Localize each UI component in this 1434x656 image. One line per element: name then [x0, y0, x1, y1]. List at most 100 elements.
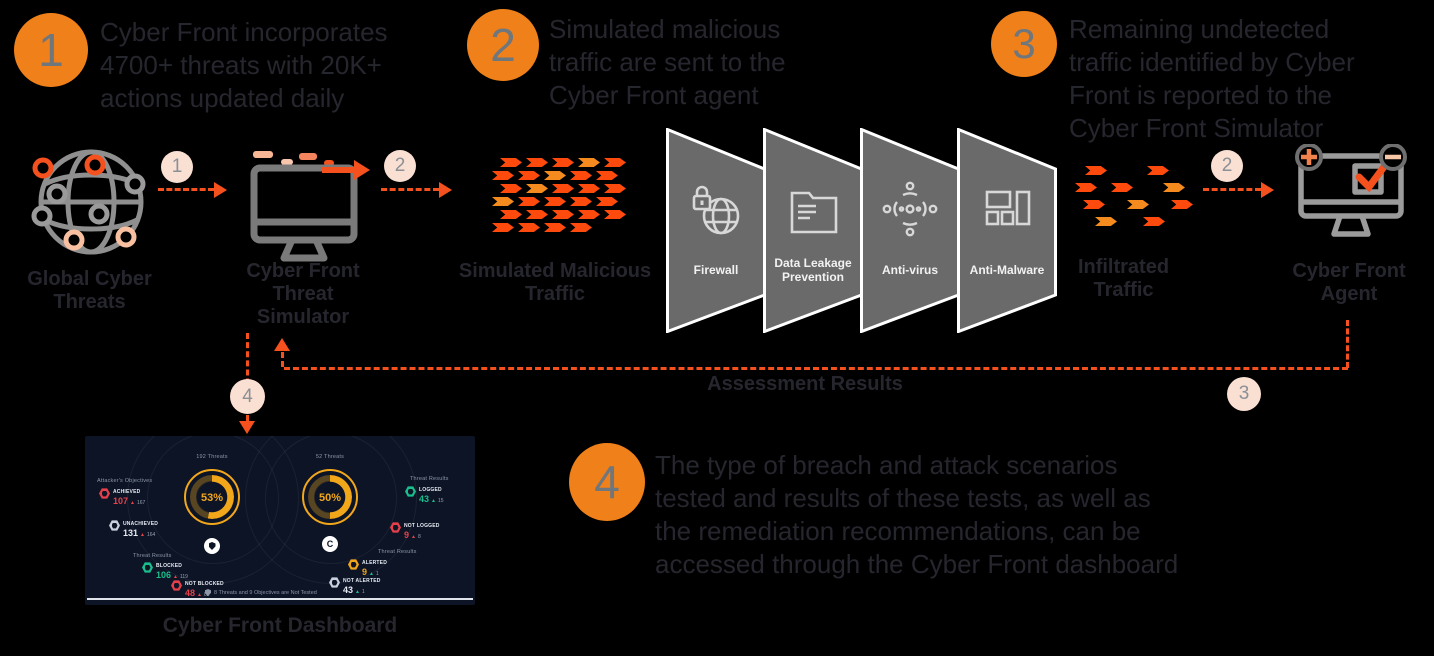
right-results-bottom-header: Threat Results: [378, 549, 417, 555]
step-4-badge: 4: [569, 443, 645, 521]
right-results-top-header: Threat Results: [410, 476, 449, 482]
traffic-chevron: [1163, 183, 1185, 192]
traffic-chevron: [1171, 200, 1193, 209]
left-gauge-ring: [184, 469, 240, 525]
arrow-threats-to-simulator: [158, 182, 227, 198]
return-up-line: [281, 352, 284, 367]
connector-3-badge: 3: [1227, 377, 1261, 411]
panel-firewall: Firewall: [666, 127, 766, 338]
traffic-chevron: [604, 210, 626, 219]
traffic-chevron: [604, 158, 626, 167]
simulator-exit-arrow: [322, 160, 370, 180]
folder-document-icon: [790, 191, 838, 234]
step-3-badge: 3: [991, 11, 1057, 77]
panel-antimalware: Anti-Malware: [957, 127, 1057, 338]
traffic-chevron: [518, 171, 540, 180]
traffic-chevron: [1085, 166, 1107, 175]
connector-2b-badge: 2: [1211, 150, 1243, 182]
stat-not-alerted: NOT ALERTED 43▲1: [329, 577, 381, 595]
dashboard-title: Cyber Front Dashboard: [162, 614, 398, 637]
objectives-header: Attacker's Objectives: [97, 478, 153, 484]
left-gauge-threats: 192 Threats: [196, 454, 228, 460]
stat-unachieved: UNACHIEVED 131▲164: [109, 520, 158, 538]
traffic-chevron: [500, 158, 522, 167]
stat-alerted: ALERTED 9▲1: [348, 559, 387, 577]
agent-monitor-icon: [1295, 144, 1407, 237]
hexagon-green-icon: [142, 562, 153, 573]
left-gauge-progress: [190, 475, 234, 519]
left-gauge-percent: 53%: [200, 492, 224, 504]
traffic-chevron: [604, 184, 626, 193]
step-1-number: 1: [38, 24, 64, 76]
step-3-number: 3: [1012, 20, 1036, 67]
stat-achieved: ACHIEVED 107▲167: [99, 488, 145, 506]
hexagon-white-icon: [109, 520, 120, 531]
assessment-results-label: Assessment Results: [707, 373, 903, 395]
layout-blocks-icon: [985, 190, 1031, 226]
c-logo-icon: C: [322, 536, 338, 552]
step-3-text: Remaining undetected traffic identified …: [1069, 14, 1355, 143]
connector-4-badge: 4: [230, 379, 265, 414]
stat-not-logged: NOT LOGGED 9▲8: [390, 522, 440, 540]
left-results-header: Threat Results: [133, 553, 172, 559]
step-2-text: Simulated malicious traffic are sent to …: [549, 14, 786, 110]
dashboard-bottom-bar: [87, 598, 473, 600]
return-up-arrowhead: [274, 338, 290, 351]
panel-firewall-label: Firewall: [693, 263, 739, 277]
global-threats-label: Global Cyber Threats: [27, 268, 152, 313]
hexagon-red-icon: [390, 522, 401, 533]
traffic-chevron: [1083, 200, 1105, 209]
right-gauge-ring: [302, 469, 358, 525]
traffic-chevron: [544, 223, 566, 232]
traffic-chevron: [596, 171, 618, 180]
dashboard-down-line: [246, 333, 249, 421]
traffic-chevron: [1111, 183, 1133, 192]
traffic-chevron: [526, 158, 548, 167]
assessment-results-line: [284, 367, 1348, 370]
traffic-chevron: [500, 184, 522, 193]
shield-logo-icon: [204, 538, 220, 554]
hexagon-yellow-icon: [348, 559, 359, 570]
simulated-traffic-label: Simulated Malicious Traffic: [458, 260, 652, 305]
hexagon-green-icon: [405, 486, 416, 497]
step-2-number: 2: [490, 19, 516, 71]
simulator-monitor-icon: [250, 164, 358, 262]
infiltrated-traffic-arrows: [1075, 166, 1200, 232]
firewall-globe-lock-icon: [692, 185, 740, 235]
traffic-chevron: [526, 184, 548, 193]
panel-antimalware-label: Anti-Malware: [969, 263, 1045, 277]
dashboard-footnote: 8 Threats and 9 Objectives are Not Teste…: [205, 589, 317, 596]
traffic-chevron: [578, 158, 600, 167]
hexagon-white-icon: [329, 577, 340, 588]
infiltrated-traffic-label: Infiltrated Traffic: [1077, 256, 1170, 301]
traffic-chevron: [1075, 183, 1097, 192]
step-1-text: Cyber Front incorporates 4700+ threats w…: [100, 17, 388, 113]
traffic-chevron: [578, 184, 600, 193]
traffic-chevron: [552, 158, 574, 167]
hexagon-red-icon: [171, 580, 182, 591]
hexagon-red-icon: [99, 488, 110, 499]
right-gauge-threats: 52 Threats: [315, 454, 345, 460]
arrow-simulator-to-traffic: [381, 182, 452, 198]
arrow-traffic-to-agent: [1203, 182, 1274, 198]
traffic-chevron: [544, 171, 566, 180]
traffic-chevron: [1143, 217, 1165, 226]
simulated-traffic-arrows: [492, 158, 632, 236]
panel-dlp-label: Data Leakage Prevention: [774, 256, 852, 284]
traffic-chevron: [552, 210, 574, 219]
traffic-chevron: [518, 223, 540, 232]
traffic-chevron: [526, 210, 548, 219]
sim-dash-4: [324, 160, 334, 166]
traffic-chevron: [1095, 217, 1117, 226]
traffic-chevron: [1147, 166, 1169, 175]
right-gauge-percent: 50%: [318, 492, 342, 504]
traffic-chevron: [518, 197, 540, 206]
stat-logged: LOGGED 43▲15: [405, 486, 444, 504]
traffic-chevron: [570, 171, 592, 180]
step-4-number: 4: [594, 456, 620, 508]
traffic-chevron: [578, 210, 600, 219]
traffic-chevron: [500, 210, 522, 219]
panel-antivirus-label: Anti-virus: [881, 263, 938, 277]
dashboard-down-arrowhead: [239, 421, 255, 434]
